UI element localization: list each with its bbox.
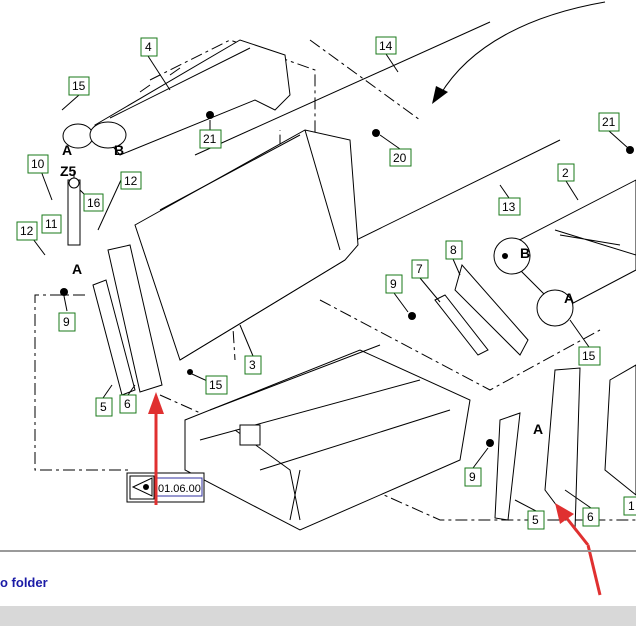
- part-7: [434, 294, 489, 356]
- callout-16[interactable]: 16: [83, 193, 104, 212]
- svg-text:5: 5: [100, 400, 107, 414]
- folder-link[interactable]: o folder: [0, 575, 48, 590]
- exploded-parts-diagram: A B Z5 A B A A 4 14 15 21 20 21 2 13 10 …: [16, 1, 636, 545]
- svg-text:5: 5: [532, 513, 539, 527]
- svg-text:2: 2: [562, 166, 569, 180]
- callout-1[interactable]: 1: [623, 496, 636, 516]
- svg-text:21: 21: [602, 115, 616, 129]
- bolt-9-b: [408, 312, 416, 320]
- callout-14[interactable]: 14: [375, 36, 397, 55]
- detail-letter-a3: A: [564, 290, 574, 306]
- assembly-outline-left: [34, 294, 130, 471]
- page-code: 01.06.00: [158, 483, 201, 495]
- bolt-9-a: [60, 288, 68, 296]
- detail-letter-a1: A: [62, 142, 72, 158]
- callout-5-right[interactable]: 5: [527, 510, 545, 530]
- section-divider: [0, 550, 636, 552]
- callout-4[interactable]: 4: [140, 37, 158, 57]
- rotation-arrow: [439, 1, 606, 96]
- part-1-edge: [604, 364, 636, 496]
- detail-letter-a4: A: [533, 421, 543, 437]
- svg-text:14: 14: [379, 39, 393, 53]
- part-4-cover: [94, 39, 291, 156]
- part-6-left: [107, 244, 163, 393]
- svg-text:9: 9: [469, 470, 476, 484]
- svg-text:15: 15: [209, 378, 223, 392]
- detail-letter-b2: B: [520, 245, 530, 261]
- detail-letter-a2: A: [72, 261, 82, 277]
- callout-12-right[interactable]: 12: [120, 171, 142, 190]
- svg-text:20: 20: [393, 151, 407, 165]
- zone-label: Z5: [60, 163, 77, 179]
- svg-text:6: 6: [587, 510, 594, 524]
- callout-5-left[interactable]: 5: [95, 397, 113, 417]
- bolt-20: [372, 129, 380, 137]
- part-5-left: [92, 279, 136, 396]
- bolt-21-a: [206, 111, 214, 119]
- svg-text:12: 12: [124, 174, 138, 188]
- svg-text:9: 9: [390, 277, 397, 291]
- callout-13[interactable]: 13: [498, 197, 521, 216]
- callout-12-left[interactable]: 12: [16, 221, 38, 241]
- part-5-right: [494, 412, 521, 521]
- svg-text:15: 15: [72, 79, 86, 93]
- svg-text:21: 21: [203, 132, 217, 146]
- callout-9-right[interactable]: 9: [464, 467, 482, 487]
- svg-text:13: 13: [502, 200, 516, 214]
- cylinder-11: [67, 179, 81, 246]
- callout-21-right[interactable]: 21: [598, 112, 620, 132]
- svg-text:1: 1: [628, 499, 635, 513]
- part-8: [454, 263, 529, 356]
- svg-text:11: 11: [45, 217, 58, 231]
- svg-text:8: 8: [450, 243, 457, 257]
- callout-20[interactable]: 20: [389, 148, 412, 167]
- red-arrow-left: [148, 392, 164, 505]
- part-2-shaft: [499, 179, 636, 311]
- callout-6-right[interactable]: 6: [582, 507, 600, 527]
- chassis-frame: [184, 349, 471, 531]
- callout-7[interactable]: 7: [411, 259, 429, 279]
- part-3-panel: [134, 129, 359, 361]
- bottom-bar: [0, 606, 636, 626]
- svg-text:10: 10: [31, 157, 45, 171]
- svg-text:6: 6: [124, 397, 131, 411]
- page-reference[interactable]: 01.06.00: [126, 472, 205, 503]
- callout-2[interactable]: 2: [557, 163, 575, 182]
- callout-9-mid[interactable]: 9: [385, 274, 403, 294]
- callout-11[interactable]: 11: [41, 214, 62, 234]
- svg-text:16: 16: [87, 196, 101, 210]
- svg-text:15: 15: [582, 349, 596, 363]
- bolt-15: [187, 369, 193, 375]
- svg-text:4: 4: [145, 40, 152, 54]
- callout-21-top[interactable]: 21: [199, 129, 222, 149]
- svg-text:3: 3: [249, 358, 256, 372]
- callout-15-right[interactable]: 15: [578, 346, 601, 366]
- bolt-9-c: [486, 439, 494, 447]
- callout-8[interactable]: 8: [445, 240, 463, 260]
- callout-9-left[interactable]: 9: [58, 312, 76, 332]
- svg-text:7: 7: [416, 262, 423, 276]
- eye-icon: [131, 477, 153, 497]
- detail-letter-b1: B: [114, 142, 124, 158]
- callout-15-top[interactable]: 15: [68, 76, 90, 96]
- svg-text:12: 12: [20, 224, 34, 238]
- rotation-arrowhead: [432, 86, 448, 104]
- svg-text:9: 9: [63, 315, 70, 329]
- callout-3[interactable]: 3: [244, 355, 262, 375]
- part-6-right: [544, 367, 581, 532]
- rod-14: [194, 21, 491, 156]
- red-arrow-right: [555, 503, 590, 545]
- callout-15-mid[interactable]: 15: [205, 375, 228, 395]
- callout-6-left[interactable]: 6: [119, 394, 137, 414]
- callout-10[interactable]: 10: [27, 154, 49, 174]
